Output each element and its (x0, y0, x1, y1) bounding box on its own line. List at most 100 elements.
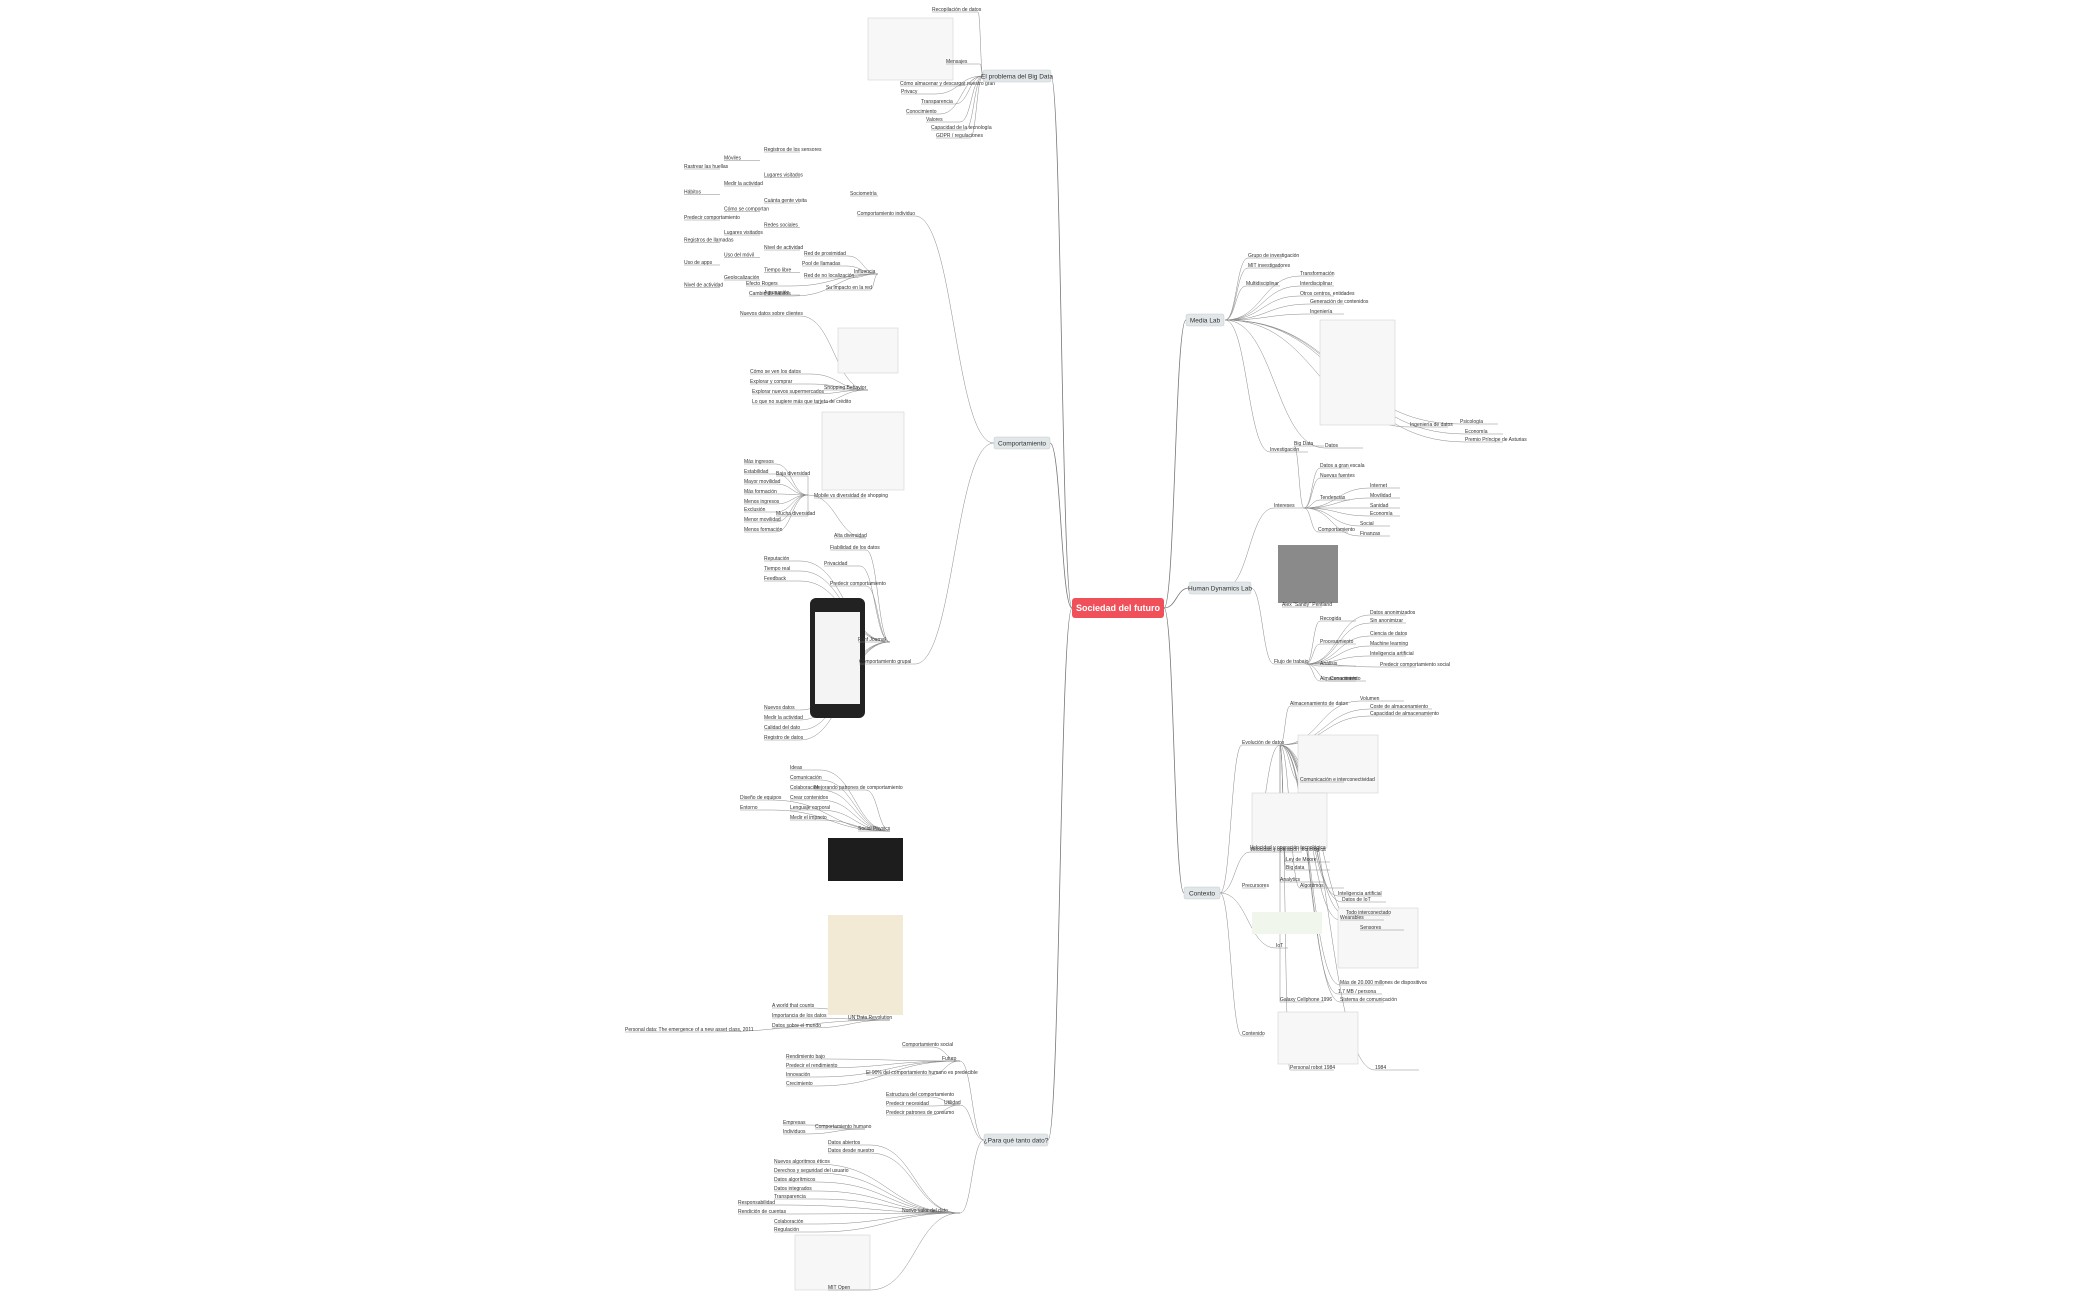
leaf-node[interactable]: Crecimiento (786, 1081, 816, 1087)
leaf-node[interactable]: Coste de almacenamiento (1370, 704, 1432, 710)
leaf-node[interactable]: Tendencias (1320, 495, 1350, 501)
leaf-node[interactable]: Recogida (1320, 616, 1356, 622)
leaf-node[interactable]: Lo que no sugiere más que tarjeta de cré… (752, 399, 851, 405)
leaf-node[interactable]: Transparencia (774, 1194, 816, 1200)
leaf-node[interactable]: Comportamiento social (902, 1042, 953, 1048)
leaf-node[interactable]: Almacenamiento de datos (1290, 701, 1348, 707)
leaf-node[interactable]: Big data (1286, 865, 1330, 871)
leaf-node[interactable]: Otros centros, entidades (1300, 291, 1355, 297)
subtopic-flujo[interactable]: Flujo de trabajo (1274, 659, 1309, 665)
leaf-node[interactable]: Rendición de cuentas (738, 1209, 787, 1215)
leaf-node[interactable]: Comportamiento (1318, 527, 1355, 533)
leaf-node[interactable]: Nivel de actividad (764, 245, 803, 251)
leaf-node[interactable]: MIT investigadores (1248, 263, 1291, 269)
leaf-node[interactable]: Transformación (1300, 271, 1335, 277)
leaf-node[interactable]: Menor movilidad (744, 517, 781, 523)
subtopic-shopping_behavior[interactable]: Shopping Behavior (824, 385, 868, 391)
leaf-node[interactable]: MIT Open (828, 1285, 870, 1291)
leaf-node[interactable]: Economía (1370, 511, 1400, 517)
leaf-node[interactable]: Nuevos algoritmos éticos (774, 1159, 830, 1165)
leaf-node[interactable]: Lugares visitados (724, 230, 763, 236)
leaf-node[interactable]: Efecto Rogers (746, 281, 790, 287)
leaf-node[interactable]: Ingeniería (1310, 309, 1344, 315)
leaf-node[interactable]: Red de proximidad (804, 251, 848, 257)
leaf-node[interactable]: Baja diversidad (776, 471, 810, 477)
subtopic-influencia[interactable]: Influencia (854, 269, 878, 275)
subtopic-mobile_diversity[interactable]: Mobile vs diversidad de shopping (814, 493, 888, 499)
topic-para_que[interactable]: ¿Para qué tanto dato? (984, 1133, 1049, 1147)
leaf-node[interactable]: El 90% del comportamiento humano es pred… (866, 1070, 978, 1076)
leaf-node[interactable]: Rastrear las huellas (684, 164, 729, 170)
subtopic-comportamiento_individuo[interactable]: Comportamiento individuo (857, 211, 915, 217)
leaf-node[interactable]: Responsabilidad (738, 1200, 780, 1206)
leaf-node[interactable]: Ley de Moore (1286, 857, 1330, 863)
leaf-node[interactable]: Inteligencia artificial (1370, 651, 1414, 657)
leaf-node[interactable]: Colaboración (790, 785, 820, 791)
leaf-node[interactable]: Multidisciplinar (1246, 281, 1280, 287)
leaf-node[interactable]: Datos desde nuestro (828, 1148, 874, 1154)
leaf-node[interactable]: Predecir el rendimiento (786, 1063, 838, 1069)
topic-contexto[interactable]: Contexto (1183, 886, 1221, 900)
leaf-node[interactable]: Mejorando patrones de comportamiento (814, 785, 903, 791)
subtopic-sandy[interactable]: Alex "Sandy" Pentland (1282, 602, 1332, 608)
leaf-node[interactable]: Analytics (1280, 877, 1324, 883)
subtopic-evolucion[interactable]: Evolución de datos (1242, 740, 1285, 746)
leaf-node[interactable]: Cómo se comportan (724, 207, 769, 213)
leaf-node[interactable]: Privacidad (824, 561, 860, 567)
leaf-node[interactable]: Móviles (724, 156, 760, 162)
leaf-node[interactable]: Volumen (1360, 696, 1404, 702)
leaf-node[interactable]: Regulación (774, 1227, 816, 1233)
subtopic-futuro_dato[interactable]: Futuro (942, 1056, 960, 1062)
leaf-node[interactable]: Innovación (786, 1072, 816, 1078)
leaf-node[interactable]: Predecir necesidad (886, 1101, 930, 1107)
leaf-node[interactable]: Recopilación de datos (932, 7, 982, 13)
topic-human_dynamics[interactable]: Human Dynamics Lab (1188, 581, 1252, 595)
leaf-node[interactable]: Cómo almacenar y descargar nuestro gran (900, 81, 995, 87)
subtopic-iot[interactable]: IoT (1276, 943, 1288, 949)
leaf-node[interactable]: Más ingresos (744, 459, 776, 465)
leaf-node[interactable]: Diseño de equipos (740, 795, 782, 801)
leaf-node[interactable]: Su impacto en la red (826, 285, 872, 291)
leaf-node[interactable]: Investigación (1270, 447, 1308, 453)
topic-big_data[interactable]: El problema del Big Data (981, 69, 1053, 83)
leaf-node[interactable]: Menos ingresos (744, 499, 780, 505)
leaf-node[interactable]: Empresas (783, 1120, 806, 1126)
leaf-node[interactable]: Ingeniería de datos (1410, 422, 1453, 428)
leaf-node[interactable]: Más de 20.000 millones de dispositivos (1340, 980, 1427, 986)
leaf-node[interactable]: Cuánta gente visita (764, 198, 807, 204)
leaf-node[interactable]: Procesamiento (1320, 639, 1356, 645)
leaf-node[interactable]: Inteligencia artificial (1338, 891, 1382, 897)
leaf-node[interactable]: Finanzas (1360, 531, 1390, 537)
leaf-node[interactable]: Individuos (783, 1129, 806, 1135)
leaf-node[interactable]: Pool de llamadas (802, 261, 846, 267)
leaf-node[interactable]: Privacy (901, 89, 935, 95)
leaf-node[interactable]: Derechos y seguridad del usuario (774, 1168, 849, 1174)
leaf-node[interactable]: Reputación (764, 556, 800, 562)
leaf-node[interactable]: Tiempo libre (764, 268, 800, 274)
leaf-node[interactable]: Datos abiertos (828, 1140, 870, 1146)
leaf-node[interactable]: Algoritmos (1300, 883, 1344, 889)
subtopic-comportamiento_grupal[interactable]: Comportamiento grupal (859, 659, 915, 665)
leaf-node[interactable]: Nivel de actividad (684, 283, 723, 289)
leaf-node[interactable]: Predecir comportamiento (830, 581, 886, 587)
leaf-node[interactable]: Registros de llamadas (684, 238, 734, 244)
topic-media_lab[interactable]: Media Lab (1185, 313, 1225, 327)
leaf-node[interactable]: Mensajes (946, 59, 980, 65)
leaf-node[interactable]: Capacidad de almacenamiento (1370, 711, 1439, 717)
leaf-node[interactable]: Explorar nuevos supermercados (752, 389, 824, 395)
leaf-node[interactable]: Economía (1465, 429, 1503, 435)
leaf-node[interactable]: Colaboración (774, 1219, 816, 1225)
leaf-node[interactable]: GDPR / regulaciones (936, 133, 983, 139)
leaf-node[interactable]: Sensores (1360, 925, 1404, 931)
leaf-node[interactable]: Datos a gran escala (1320, 463, 1365, 469)
leaf-node[interactable]: Big Data (1294, 441, 1324, 447)
leaf-node[interactable]: Predecir comportamiento social (1380, 662, 1450, 668)
leaf-node[interactable]: 1.7 MB / persona (1338, 989, 1382, 995)
leaf-node[interactable]: Mayor movilidad (744, 479, 781, 485)
leaf-node[interactable]: Wearables (1340, 915, 1384, 921)
leaf-node[interactable]: Registro de datos (764, 735, 804, 741)
leaf-node[interactable]: Tiempo real (764, 566, 800, 572)
leaf-node[interactable]: Medir la actividad (764, 715, 803, 721)
leaf-node[interactable]: Alta diversidad (834, 533, 867, 539)
leaf-node[interactable]: Internet (1370, 483, 1400, 489)
